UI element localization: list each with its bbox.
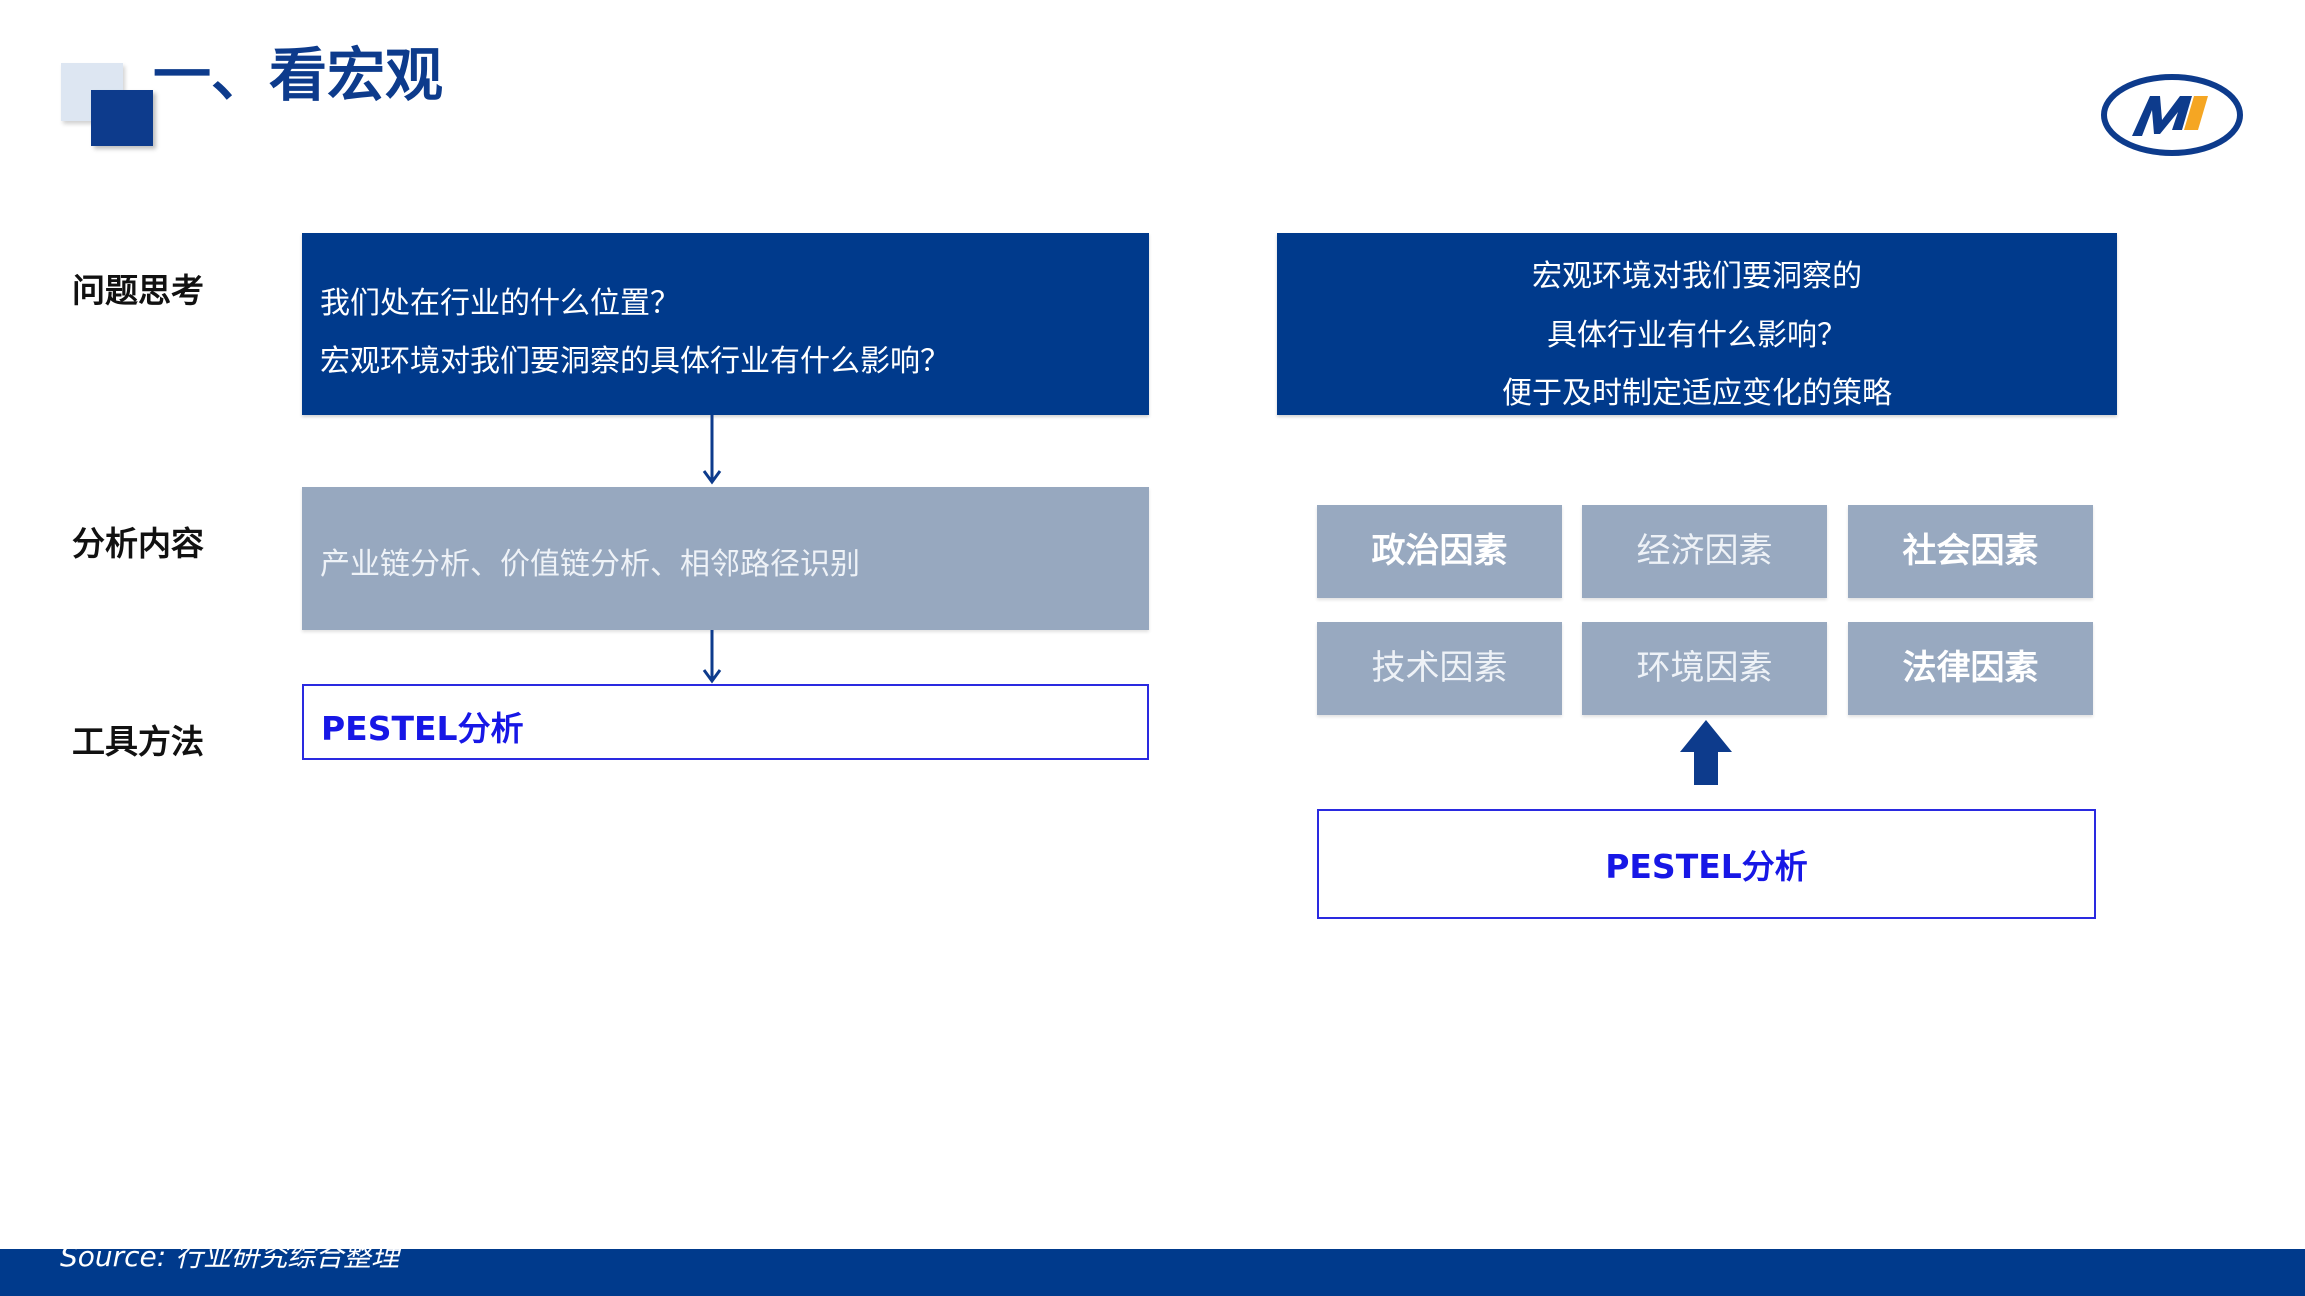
factor-legal: 法律因素 bbox=[1848, 622, 2093, 715]
tool-text-right: PESTEL分析 bbox=[1605, 847, 1808, 886]
factor-social: 社会因素 bbox=[1848, 505, 2093, 598]
factor-environmental: 环境因素 bbox=[1582, 622, 1827, 715]
question-line-2: 宏观环境对我们要洞察的具体行业有什么影响？ bbox=[320, 344, 950, 379]
footer-bar bbox=[0, 1249, 2305, 1296]
factor-political: 政治因素 bbox=[1317, 505, 1562, 598]
factor-economic: 经济因素 bbox=[1582, 505, 1827, 598]
up-arrow-icon bbox=[1680, 720, 1732, 785]
insight-line-3: 便于及时制定适应变化的策略 bbox=[1502, 376, 1892, 411]
label-tools: 工具方法 bbox=[72, 722, 204, 761]
label-question: 问题思考 bbox=[72, 271, 204, 310]
tool-box-left: PESTEL分析 bbox=[302, 684, 1149, 760]
source-note: Source: 行业研究综合整理 bbox=[60, 1240, 400, 1273]
down-arrow-icon bbox=[702, 630, 722, 684]
question-line-1: 我们处在行业的什么位置？ bbox=[320, 286, 680, 321]
company-logo-icon bbox=[2101, 74, 2243, 156]
analysis-text: 产业链分析、价值链分析、相邻路径识别 bbox=[320, 547, 860, 582]
insight-line-2: 具体行业有什么影响？ bbox=[1547, 318, 1847, 353]
analysis-box: 产业链分析、价值链分析、相邻路径识别 bbox=[302, 487, 1149, 630]
tool-text-left: PESTEL分析 bbox=[321, 709, 524, 748]
label-analysis: 分析内容 bbox=[72, 524, 204, 563]
down-arrow-icon bbox=[702, 415, 722, 485]
tool-box-right: PESTEL分析 bbox=[1317, 809, 2096, 919]
factor-technological: 技术因素 bbox=[1317, 622, 1562, 715]
insight-line-1: 宏观环境对我们要洞察的 bbox=[1532, 259, 1862, 294]
page-title: 一、看宏观 bbox=[153, 41, 444, 109]
title-decoration-dark bbox=[91, 90, 153, 146]
question-box: 我们处在行业的什么位置？ 宏观环境对我们要洞察的具体行业有什么影响？ bbox=[302, 233, 1149, 415]
insight-box: 宏观环境对我们要洞察的 具体行业有什么影响？ 便于及时制定适应变化的策略 bbox=[1277, 233, 2117, 415]
